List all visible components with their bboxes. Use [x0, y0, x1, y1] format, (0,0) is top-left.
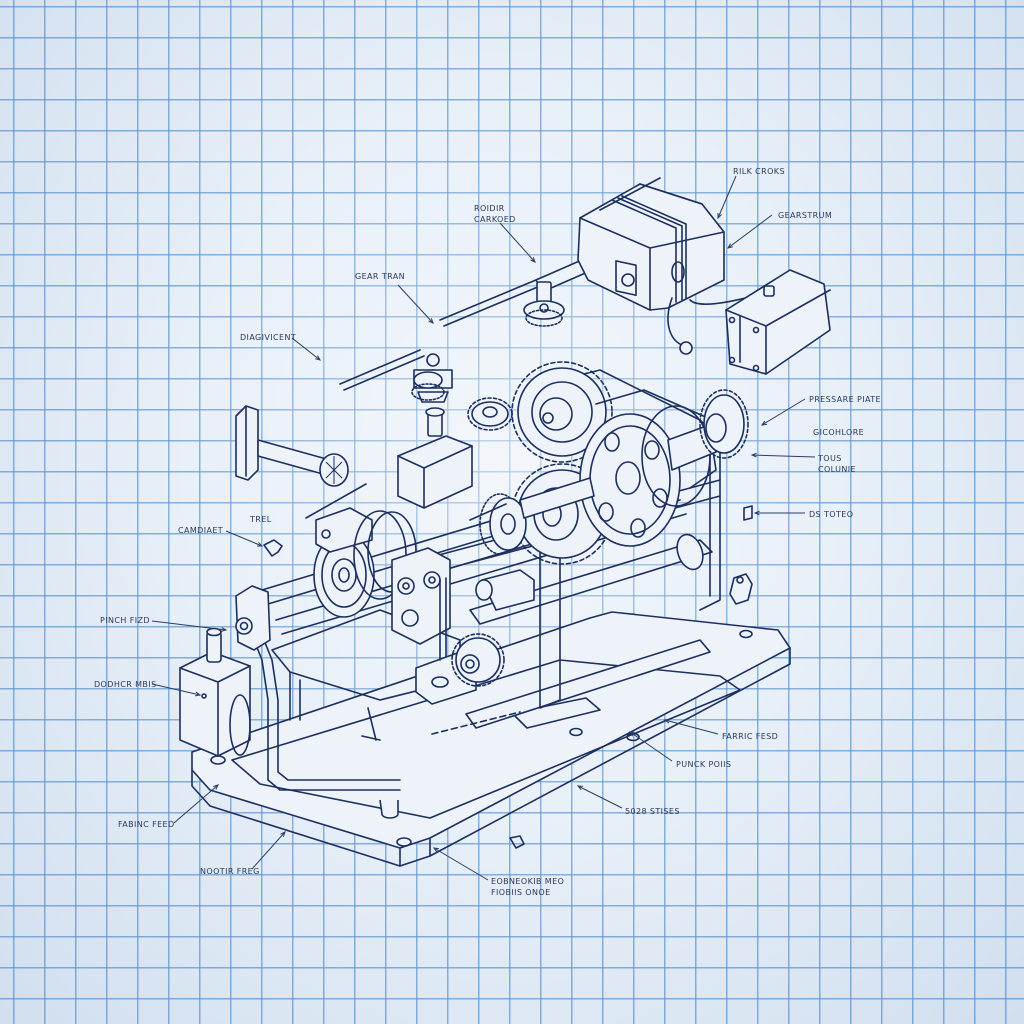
- callout-label-farric-fesd: FARRIC FESD: [722, 732, 779, 741]
- arrowhead-icon: [663, 718, 671, 724]
- arrowhead-icon: [213, 784, 219, 790]
- leader-line-rilk-croks: [717, 175, 737, 219]
- callout-label-ds-toteo: DS TOTEO: [809, 510, 854, 519]
- leader-line-eobneokib-meo: [433, 847, 489, 881]
- arrowhead-icon: [760, 420, 768, 426]
- callout-label-fabinc-feed: FABINC FEED: [118, 820, 175, 829]
- leader-line-gearstrum: [727, 214, 773, 249]
- arrowhead-icon: [717, 212, 722, 220]
- arrowhead-icon: [432, 847, 440, 853]
- leader-line-nootir-freg: [251, 831, 286, 870]
- drive-disc: [579, 413, 681, 547]
- flywheel: [313, 507, 417, 618]
- callout-label-5028-stises: 5028 STISES: [625, 807, 680, 816]
- floating-pinion: [411, 371, 445, 401]
- callout-label-roidir-carkoed: ROIDIR CARKOED: [474, 204, 516, 224]
- leader-line-farric-fesd: [664, 719, 719, 735]
- arrowhead-icon: [315, 355, 322, 361]
- callout-label-rilk-croks: RILK CROKS: [733, 167, 785, 176]
- callout-label-punck-poiis: PUNCK POIIS: [676, 760, 732, 769]
- leader-line-pinch-fizd: [151, 620, 227, 631]
- arrowhead-icon: [194, 691, 202, 697]
- callout-label-eobneokib-meo: EOBNEOKIB MEO FIOBIIS ONOE: [491, 877, 565, 897]
- leader-line-fabinc-feed: [173, 784, 219, 824]
- callout-label-camdiaet: CAMDIAET: [178, 526, 224, 535]
- arrowhead-icon: [628, 731, 635, 737]
- leader-line-diagivicent: [291, 337, 321, 361]
- loose-fasteners: [361, 505, 753, 849]
- callout-label-tous-colunie: TOUS COLUNIE: [818, 454, 856, 474]
- leader-line-5028-stises: [577, 785, 623, 809]
- arrowhead-icon: [428, 318, 434, 324]
- callout-label-trel: TREL: [250, 515, 272, 524]
- callout-label-gicohlore: GICOHLORE: [813, 428, 865, 437]
- arrowhead-icon: [221, 627, 228, 632]
- arrowhead-icon: [753, 510, 760, 516]
- callout-label-nootir-freg: NOOTIR FREG: [200, 867, 260, 876]
- callout-label-gearstrum: GEARSTRUM: [778, 211, 833, 220]
- arrowhead-icon: [750, 452, 757, 458]
- leader-line-pressare-plate: [761, 398, 806, 426]
- helical-pinion: [479, 493, 527, 555]
- secondary-motor: [725, 269, 831, 375]
- side-block: [179, 627, 251, 757]
- callout-label-pinch-fizd: PINCH FIZD: [100, 616, 150, 625]
- leader-line-roidir-carkoed: [499, 222, 536, 263]
- callout-label-dodhcr-mbis: DODHCR MBIS: [94, 680, 157, 689]
- mounting-shaft: [235, 405, 367, 557]
- arrowhead-icon: [256, 542, 264, 547]
- lower-pinion-gear: [451, 633, 505, 687]
- leader-lines: [151, 175, 816, 881]
- callout-label-gear-tran: GEAR TRAN: [355, 272, 406, 281]
- arrowhead-icon: [530, 257, 536, 263]
- arrowhead-icon: [726, 243, 733, 249]
- leader-line-camdiaet: [225, 530, 263, 547]
- leader-line-dodhcr-mbis: [151, 683, 201, 696]
- arrowhead-icon: [576, 785, 584, 791]
- upper-spur-gear: [511, 361, 613, 463]
- leader-line-punck-poiis: [629, 731, 673, 762]
- callout-label-diagivicent: DIAGIVICENT: [240, 333, 297, 342]
- pinion-gear-left: [467, 397, 513, 431]
- main-motor: [577, 177, 769, 355]
- leader-line-tous-colunie: [751, 454, 816, 458]
- callout-label-pressare-plate: PRESSARE PIATE: [809, 395, 881, 404]
- right-spur-gear: [699, 389, 749, 459]
- gear-train: [411, 361, 749, 687]
- leader-line-gear-tran: [397, 284, 434, 324]
- arrowhead-icon: [280, 831, 286, 837]
